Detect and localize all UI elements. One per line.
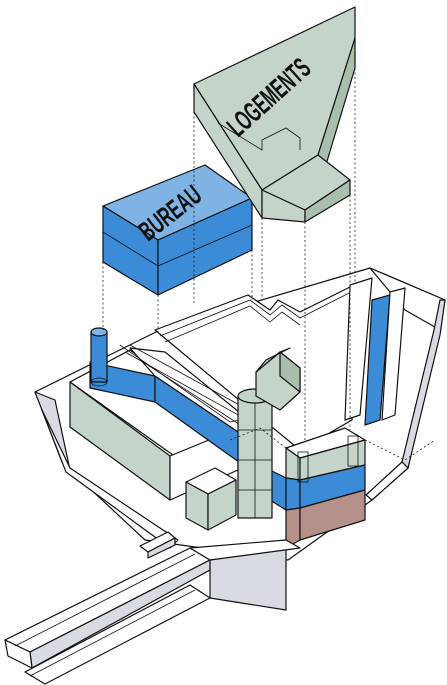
right-stacked-volume [286,428,365,548]
blue-cylinder [91,328,107,386]
footbridge [5,532,300,684]
bureau-volume: BUREAU [103,165,252,295]
